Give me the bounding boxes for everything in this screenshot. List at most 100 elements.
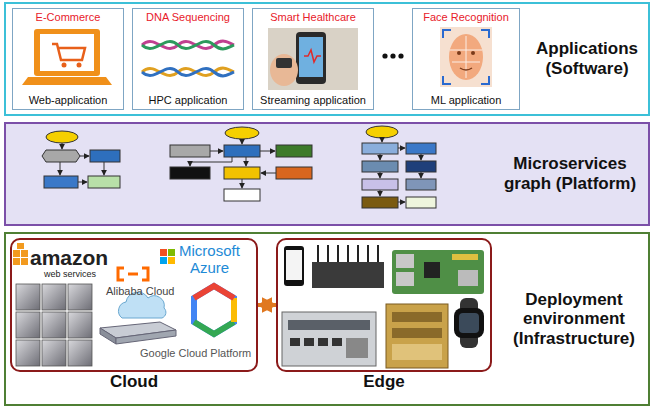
app-type: Web-application <box>15 94 121 106</box>
logo-text: Alibaba Cloud <box>106 285 175 297</box>
application-box: E-CommerceWeb-application <box>12 8 124 110</box>
drawing-shape <box>88 176 120 188</box>
drawing-shape <box>382 53 387 58</box>
drawing-shape <box>142 41 234 48</box>
drawing-shape <box>362 143 398 154</box>
drawing-shape <box>286 250 302 280</box>
drawing-shape <box>170 167 210 179</box>
drawing-shape <box>142 42 234 49</box>
drawing-shape <box>454 308 484 338</box>
logo-text: Azure <box>190 260 229 277</box>
drawing-shape <box>42 150 80 162</box>
server-unit <box>100 322 176 344</box>
band-fill <box>4 122 650 226</box>
logo-text: Microsoft <box>179 243 240 260</box>
google-cloud-icon <box>194 286 234 334</box>
face-icon <box>440 27 492 87</box>
drawing-shape <box>142 69 234 76</box>
drawing-shape <box>68 312 92 338</box>
drawing-shape <box>450 36 482 78</box>
drawing-shape <box>268 28 358 90</box>
drawing-shape <box>332 338 342 346</box>
drawing-shape <box>459 313 479 333</box>
drawing-shape <box>160 249 167 256</box>
drawing-shape <box>142 68 234 75</box>
drawing-shape <box>347 245 349 262</box>
drawing-shape <box>168 257 175 264</box>
drawing-shape <box>424 262 440 278</box>
drawing-shape <box>390 53 395 58</box>
drawing-shape <box>16 284 40 310</box>
drawing-shape <box>380 190 381 196</box>
ellipsis-dots <box>382 53 403 58</box>
drawing-shape <box>62 63 67 68</box>
drawing-shape <box>44 176 78 188</box>
drawing-shape <box>304 338 314 346</box>
router <box>312 245 384 288</box>
drawing-shape <box>288 320 370 330</box>
drawing-shape <box>270 54 298 86</box>
drawing-shape <box>90 150 120 162</box>
smartwatch <box>454 298 484 348</box>
drawing-shape <box>406 161 436 172</box>
drawing-shape <box>17 243 24 249</box>
layer-label: Deployment environment (Infrastructure) <box>500 290 648 349</box>
drawing-shape <box>276 58 292 68</box>
drawing-shape <box>362 179 398 190</box>
drawing-shape <box>406 179 436 190</box>
drawing-shape <box>194 286 234 334</box>
drawing-shape <box>386 304 448 368</box>
drawing-shape <box>362 161 398 172</box>
drawing-shape <box>443 30 489 84</box>
drawing-shape <box>304 50 321 62</box>
app-type: Streaming application <box>255 94 371 106</box>
drawing-shape <box>42 284 66 310</box>
drawing-shape <box>190 157 232 166</box>
drawing-shape <box>16 312 40 338</box>
drawing-shape <box>224 145 260 157</box>
drawing-shape <box>78 182 87 183</box>
app-type: HPC application <box>135 94 241 106</box>
drawing-shape <box>40 34 94 71</box>
drawing-shape <box>60 162 61 175</box>
drawing-shape <box>290 338 300 346</box>
drawing-shape <box>42 340 66 366</box>
application-box: Face RecognitionML application <box>412 8 520 110</box>
drawing-shape <box>194 322 234 334</box>
drawing-shape <box>396 254 414 268</box>
drawing-shape <box>46 131 78 143</box>
drawing-shape <box>392 328 442 338</box>
drawing-shape <box>282 312 376 366</box>
drawing-shape <box>276 167 312 179</box>
microservice-graph <box>170 127 312 201</box>
drawing-shape <box>210 151 223 152</box>
drawing-shape <box>16 340 40 366</box>
drawing-shape <box>104 162 105 175</box>
drawing-shape <box>246 157 247 166</box>
drawing-shape <box>261 173 276 174</box>
application-box: DNA SequencingHPC application <box>132 8 244 110</box>
drawing-shape <box>377 245 379 262</box>
alibaba-icon <box>118 268 148 280</box>
aws-cubes <box>13 243 28 265</box>
drawing-shape <box>398 148 405 149</box>
drawing-shape <box>460 298 478 348</box>
drawing-shape <box>80 156 89 157</box>
drawing-shape <box>380 154 381 160</box>
drawing-shape <box>118 268 124 280</box>
drawing-shape <box>318 338 328 346</box>
drawing-shape <box>327 245 329 262</box>
dna-icon <box>142 41 234 76</box>
drawing-shape <box>284 246 304 286</box>
drawing-shape <box>406 197 436 208</box>
drawing-shape <box>224 167 260 179</box>
drawing-shape <box>21 258 28 265</box>
azure-flag <box>160 249 175 264</box>
edge-server <box>386 304 448 368</box>
app-title: Face Recognition <box>415 11 517 23</box>
infrastructure-region: Edge <box>276 238 492 372</box>
drawing-shape <box>68 284 92 310</box>
drawing-shape <box>406 143 436 154</box>
drawing-shape <box>392 250 484 294</box>
